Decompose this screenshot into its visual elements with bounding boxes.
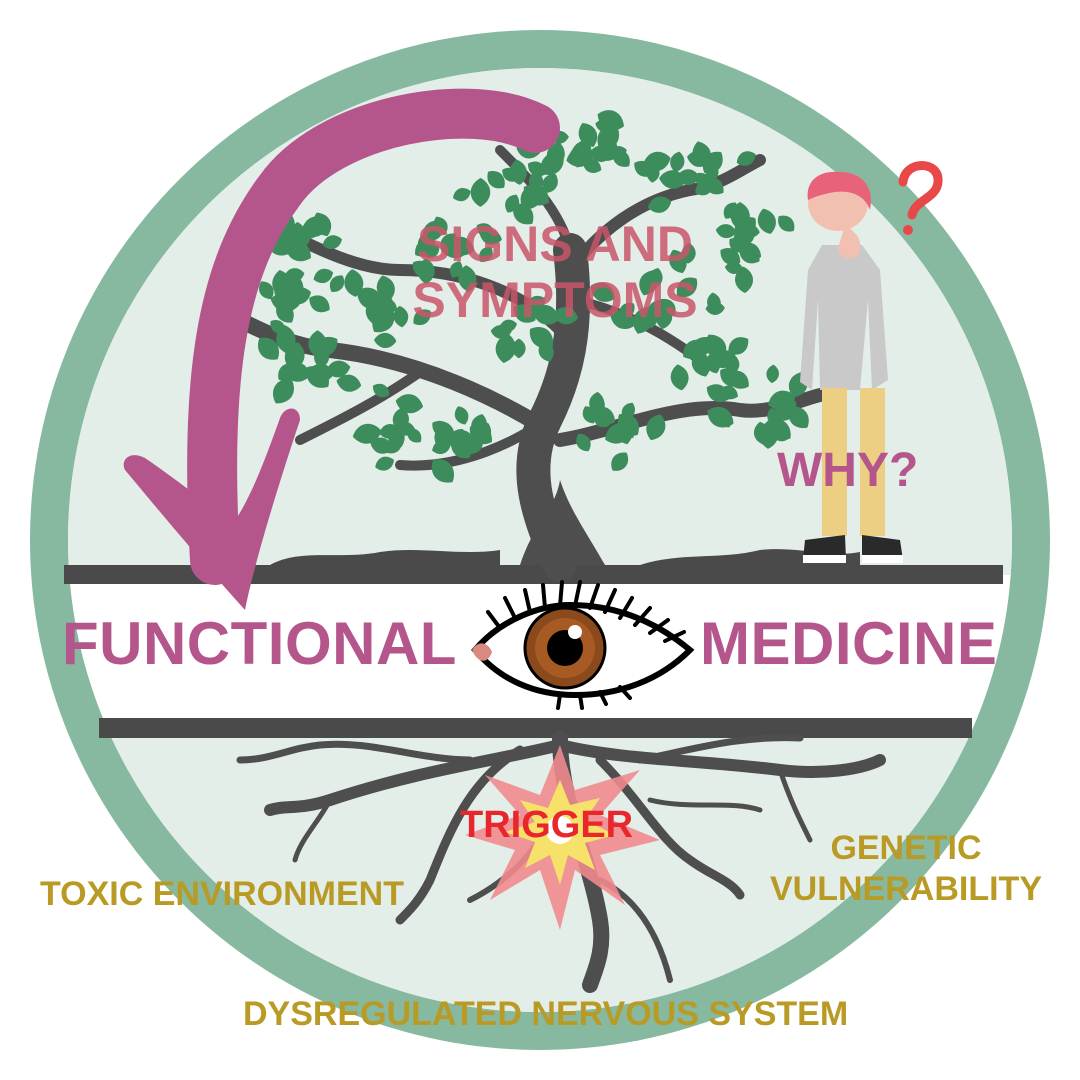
genetic-line-1: GENETIC — [830, 829, 982, 867]
genetic-vulnerability-label: GENETIC VULNERABILITY — [756, 828, 1056, 910]
genetic-line-2: VULNERABILITY — [770, 869, 1042, 908]
ground-line — [64, 565, 1003, 584]
why-label: WHY? — [777, 444, 919, 497]
signs-line-2: SYMPTOMS — [412, 272, 698, 328]
signs-line-1: SIGNS AND — [417, 216, 693, 272]
thinking-person-icon — [800, 171, 903, 563]
root-band — [99, 718, 972, 738]
eye-icon — [471, 580, 695, 710]
ground-mounds — [270, 550, 500, 565]
curved-arrow-icon — [123, 88, 560, 610]
signs-and-symptoms-label: SIGNS AND SYMPTOMS — [330, 216, 780, 328]
toxic-environment-label: TOXIC ENVIRONMENT — [40, 875, 404, 913]
medicine-label: MEDICINE — [700, 610, 998, 677]
question-mark-icon — [898, 161, 943, 220]
functional-label: FUNCTIONAL — [62, 610, 457, 677]
burst-icon — [465, 745, 660, 930]
trigger-label: TRIGGER — [460, 804, 634, 846]
dysregulated-label: DYSREGULATED NERVOUS SYSTEM — [243, 995, 849, 1033]
